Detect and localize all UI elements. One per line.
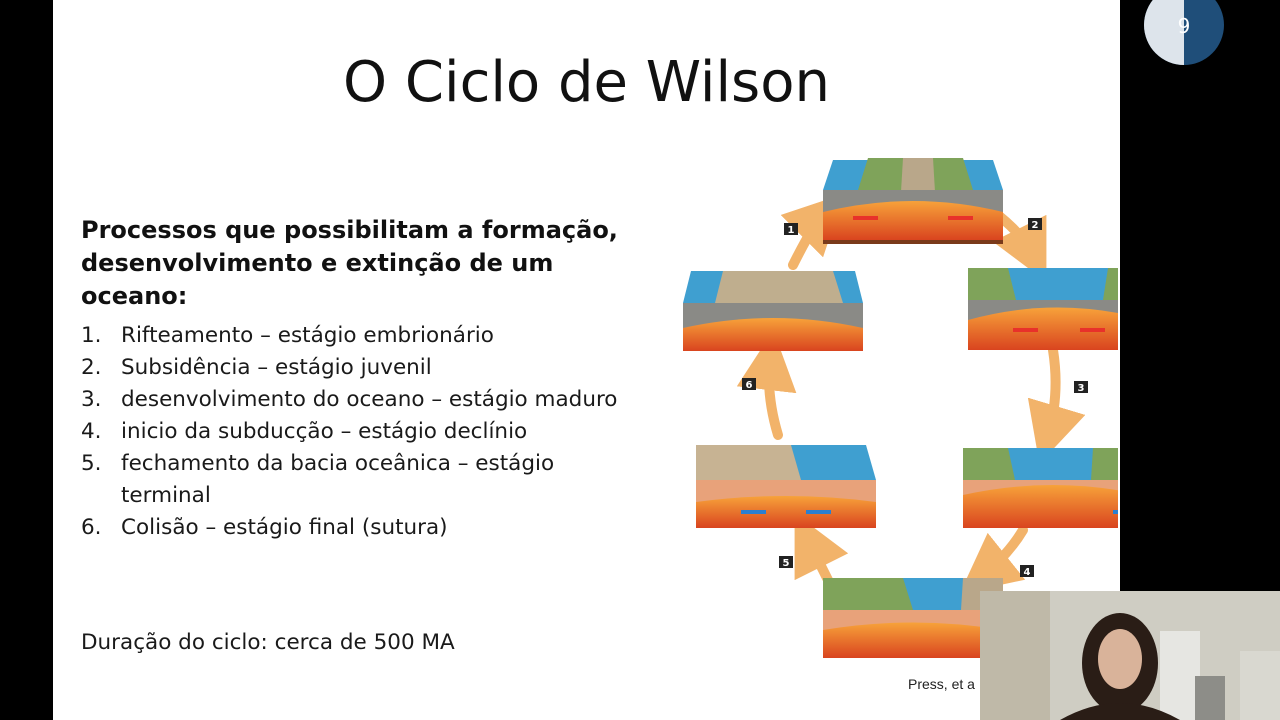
stage-label-4: 4 [1024,567,1031,578]
stage-number: 3. [81,387,102,412]
block-stage-6 [683,271,863,351]
block-stage-5 [696,445,876,528]
block-stage-1 [823,158,1003,244]
progress-dial-remaining [1144,0,1184,65]
cycle-arrow-3 [1027,345,1086,464]
stage-number: 1. [81,323,102,348]
cycle-arrow-4 [959,525,1028,594]
slide-number: 9 [1177,14,1191,38]
presenter-video [980,591,1280,720]
image-credit: Press, et a [908,676,975,692]
stage-item: 6. Colisão – estágio final (sutura) [81,512,641,544]
stage-label-1: 1 [788,225,795,236]
stage-text: Colisão – estágio final (sutura) [121,515,448,540]
cycle-arrow-2 [992,210,1047,282]
stage-list: 1. Rifteamento – estágio embrionário 2. Su… [81,320,641,544]
stage-number: 6. [81,515,102,540]
cycle-arrow-6 [736,330,797,440]
heading-line-2: desenvolvimento e extinção de um oceano: [81,249,554,310]
stage-text: desenvolvimento do oceano – estágio madu… [121,387,618,412]
stage-label-6: 6 [746,380,753,391]
slide: O Ciclo de Wilson Processos que possibil… [53,0,1120,720]
stage-number: 2. [81,355,102,380]
presenter-webcam [980,591,1280,720]
stage-number: 5. [81,451,102,476]
wilson-cycle-diagram: 1 2 3 4 5 6 [683,158,1118,658]
block-stage-4 [823,578,1003,658]
stage-text: fechamento da bacia oceânica – estágio t… [121,451,555,508]
stage-label-2: 2 [1032,220,1039,231]
block-stage-3 [963,448,1118,528]
progress-dial [1144,0,1224,65]
stage-item: 2. Subsidência – estágio juvenil [81,352,641,384]
cycle-arrow-1 [780,193,845,270]
block-stage-2 [968,268,1118,350]
slide-heading: Processos que possibilitam a formação, d… [81,214,641,313]
stage-text: Subsidência – estágio juvenil [121,355,432,380]
slide-title: O Ciclo de Wilson [343,50,830,115]
stage-label-3: 3 [1078,383,1085,394]
heading-line-1: Processos que possibilitam a formação, [81,216,618,244]
stage-labels: 1 2 3 4 5 6 [742,218,1088,578]
stage-item: 3. desenvolvimento do oceano – estágio ma… [81,384,641,416]
stage-text: Rifteamento – estágio embrionário [121,323,494,348]
stage-text: inicio da subducção – estágio declínio [121,419,528,444]
stage-label-5: 5 [783,558,790,569]
stage-item: 1. Rifteamento – estágio embrionário [81,320,641,352]
stage-number: 4. [81,419,102,444]
stage-item: 4. inicio da subducção – estágio declínio [81,416,641,448]
cycle-duration: Duração do ciclo: cerca de 500 MA [81,630,455,655]
stage-item: 5. fechamento da bacia oceânica – estágio… [81,448,641,512]
